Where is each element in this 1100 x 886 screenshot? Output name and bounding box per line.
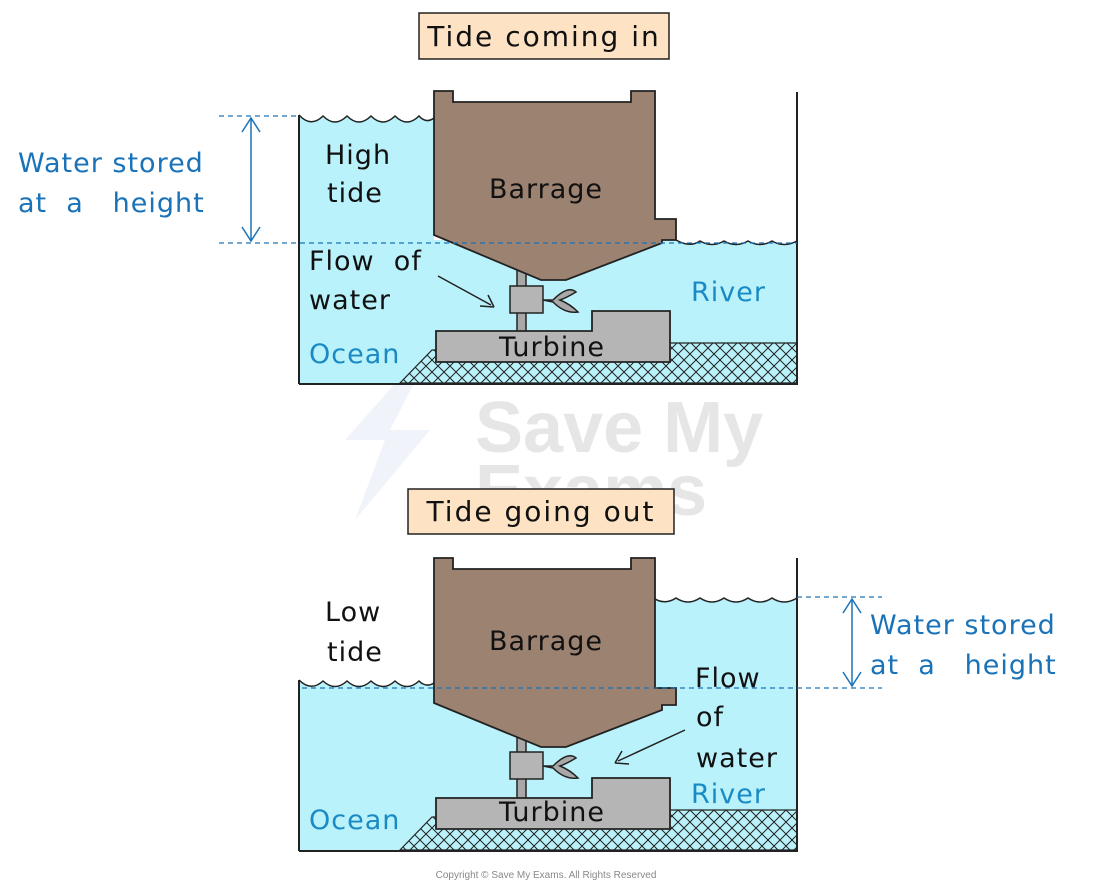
stored-label-line1: Water stored [18,148,204,179]
ocean-label: Ocean [309,805,400,836]
turbine-blades [542,755,580,780]
flow-label-line1: Flow [695,663,761,694]
flow-label-line2: of [696,702,725,733]
river-label: River [691,277,766,308]
stored-label-line2: at a height [18,188,205,219]
turbine-base [435,777,671,830]
ocean-water [299,680,434,850]
watermark-line1: Save My [475,388,763,468]
flow-arrow [614,729,686,765]
flow-label-line2: water [309,285,391,316]
generator-box [509,751,544,780]
height-indicator [219,115,797,244]
river-water [652,597,797,850]
generator-box [509,285,544,314]
tide-label-line2: tide [327,637,383,668]
river-label: River [691,779,766,810]
barrage-label: Barrage [489,626,603,657]
flow-label-line3: water [696,743,778,774]
barrage-label: Barrage [489,174,603,205]
turbine-label: Turbine [498,797,605,828]
flow-arrow [437,275,495,308]
stored-label-line1: Water stored [870,610,1056,641]
title-box [407,488,675,535]
turbine-base [435,310,671,363]
tide-label-line1: Low [325,597,381,628]
turbine-label: Turbine [498,332,605,363]
panel-title: Tide going out [426,495,656,528]
title-box [418,12,670,60]
ocean-water [299,115,434,383]
copyright-notice: Copyright © Save My Exams. All Rights Re… [436,870,657,881]
barrage [433,90,677,281]
stored-label-line2: at a height [870,650,1057,681]
flow-label-line1: Flow of [309,246,422,277]
panel-title: Tide coming in [426,20,660,53]
tide-label-line2: tide [327,178,383,209]
tide-label-line1: High [325,140,391,171]
panel-tide-going-out: Tide going out Barrage Turbine Low tide … [298,488,1057,852]
ocean-label: Ocean [309,339,400,370]
height-indicator [302,596,882,689]
panel-tide-coming-in: Tide coming in Barrage Turbine High tide… [18,12,798,385]
turbine-blades [542,289,580,314]
